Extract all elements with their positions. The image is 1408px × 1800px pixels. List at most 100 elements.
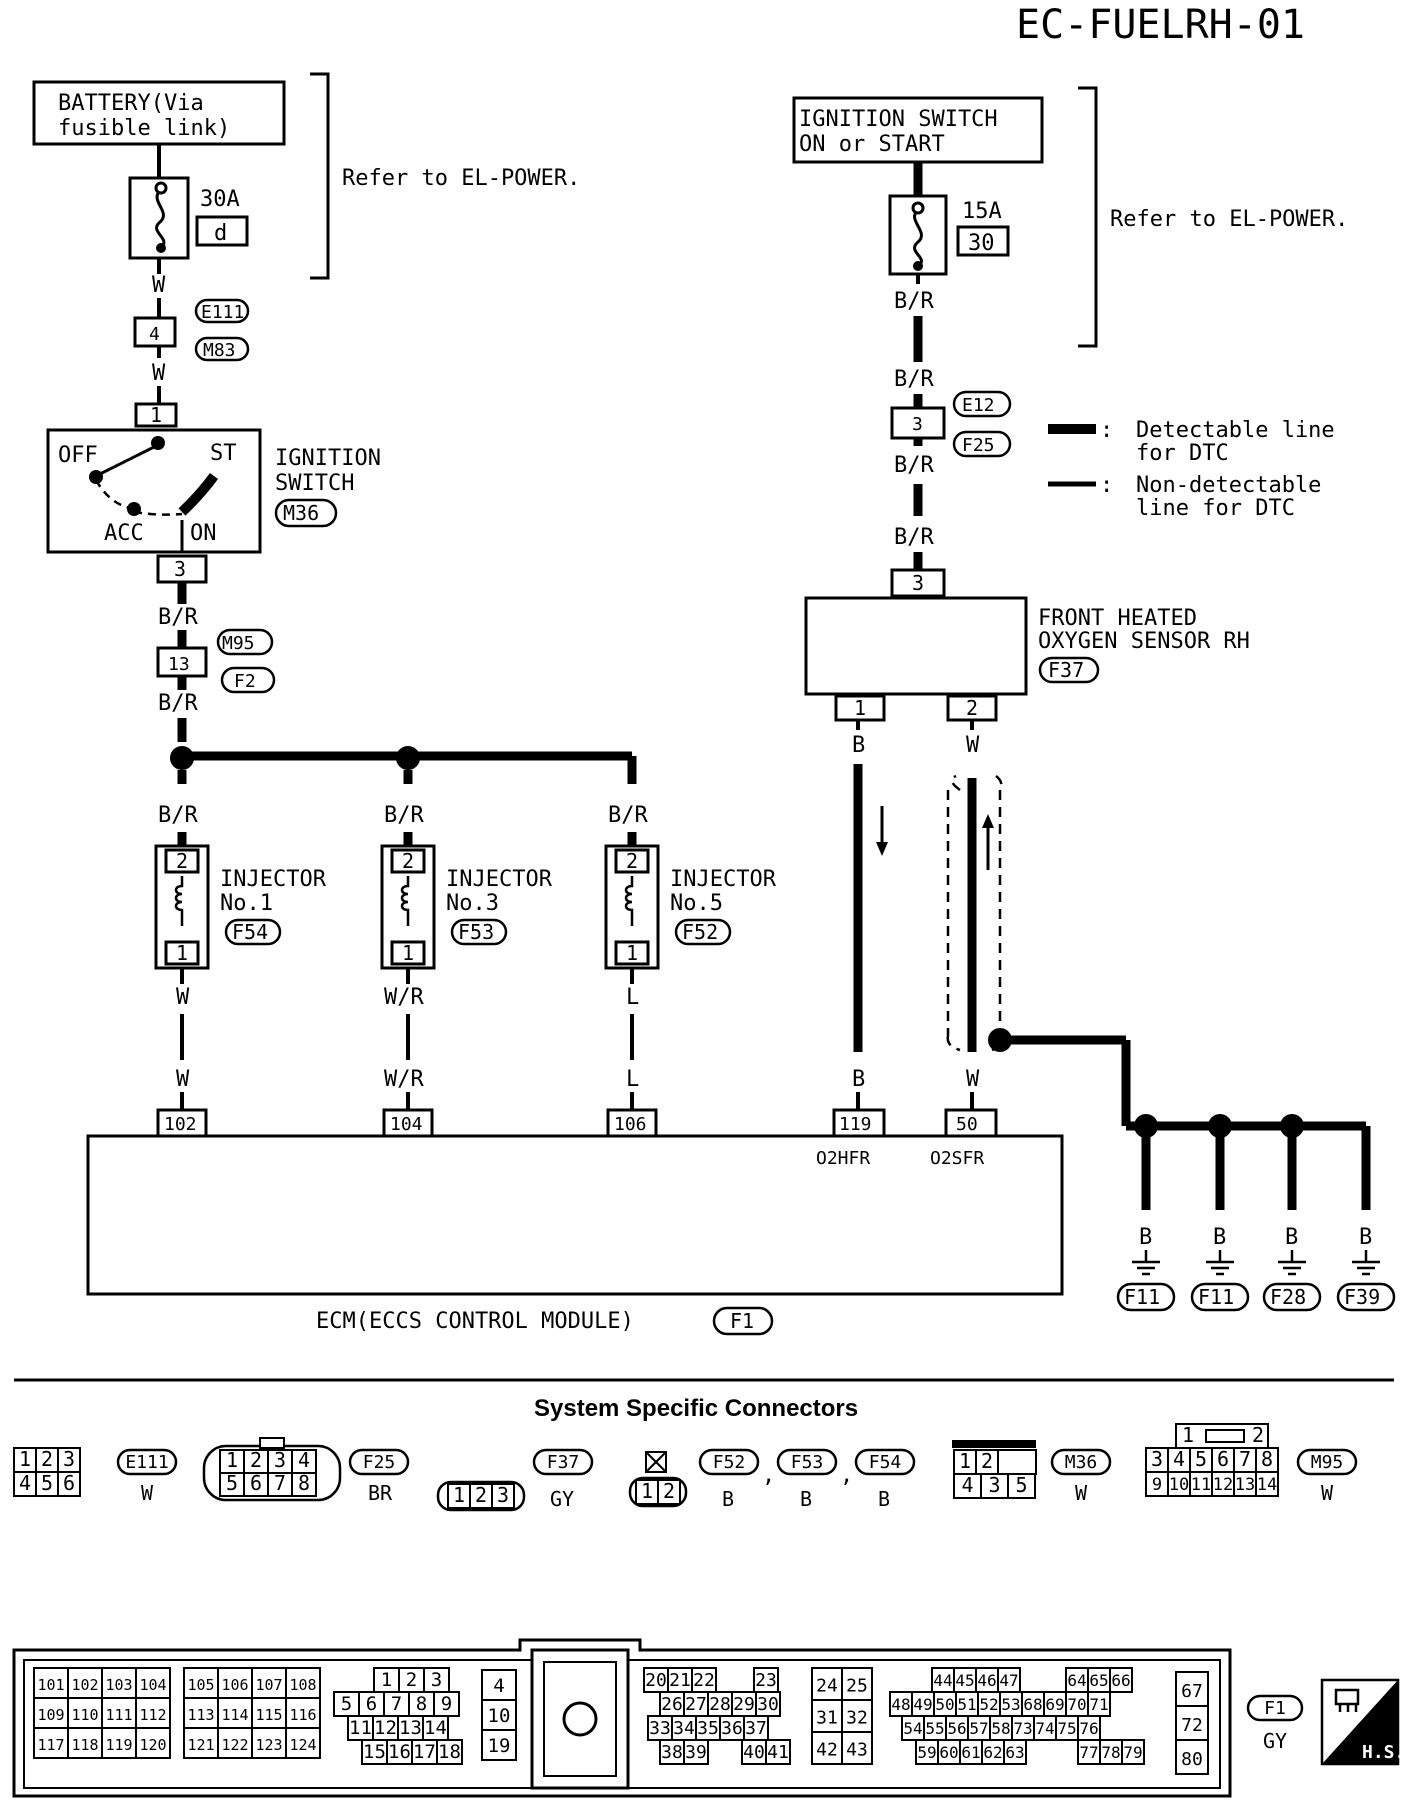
joint-m95: 13 M95 F2	[156, 628, 276, 694]
pin: 119	[105, 1736, 132, 1754]
injector-group: B/R21INJECTORNo.1F54WW102INJ#1B/R21INJEC…	[154, 803, 777, 1194]
svg-text:F1: F1	[730, 1309, 754, 1333]
battery-note: Refer to EL-POWER.	[342, 166, 580, 191]
svg-text:15A: 15A	[962, 199, 1002, 224]
ign-source-box: IGNITION SWITCH ON or START	[792, 96, 1044, 164]
svg-text:ON: ON	[190, 521, 217, 546]
pin: 57	[969, 1719, 988, 1738]
pin: 37	[745, 1718, 767, 1739]
svg-text:O2HFR: O2HFR	[816, 1148, 870, 1169]
pin: 14	[1257, 1475, 1277, 1495]
injector-number: No.1	[220, 891, 273, 916]
wire-label: W/R	[384, 985, 424, 1010]
pin: 106	[221, 1676, 248, 1694]
ign-source-note: Refer to EL-POWER.	[1110, 207, 1348, 232]
separator: ,	[762, 1463, 775, 1488]
connector-id: F54	[869, 1452, 902, 1473]
pin: 2	[475, 1483, 487, 1507]
pin: 118	[71, 1736, 98, 1754]
fuse-30a: 30A d	[128, 176, 249, 260]
pin: 69	[1045, 1695, 1064, 1714]
connector-tag: F54	[232, 920, 268, 944]
pin: 3	[431, 1669, 442, 1691]
connector-id: F52	[713, 1452, 746, 1473]
pin: 2	[981, 1449, 993, 1473]
pin: 14	[424, 1717, 447, 1739]
pin: 45	[955, 1671, 974, 1690]
connector-id: F1	[1264, 1698, 1286, 1719]
pin: 6	[250, 1471, 262, 1495]
pin: 3	[1151, 1447, 1163, 1471]
pin: 27	[685, 1694, 707, 1715]
pin: 16	[388, 1741, 411, 1763]
pin: 21	[669, 1670, 691, 1691]
pin: 41	[767, 1742, 789, 1763]
pin: 6	[366, 1693, 377, 1715]
svg-text:E111: E111	[201, 302, 244, 323]
pin: 58	[991, 1719, 1010, 1738]
pin: 18	[438, 1741, 461, 1763]
pin: 5	[1195, 1447, 1207, 1471]
pin: 55	[925, 1719, 944, 1738]
ignition-switch: 1 OFF ST ACC ON IGNITION SWITCH M36 3	[46, 402, 381, 584]
pin: 4	[298, 1448, 310, 1472]
legend: : Detectable line for DTC : Non-detectab…	[1048, 418, 1335, 521]
svg-text:B: B	[852, 733, 865, 758]
svg-text:3: 3	[912, 414, 923, 435]
wire-label: L	[626, 985, 639, 1010]
svg-text:IGNITION SWITCH: IGNITION SWITCH	[799, 107, 998, 132]
svg-text:ECM(ECCS CONTROL MODULE): ECM(ECCS CONTROL MODULE)	[316, 1309, 634, 1334]
svg-text:BATTERY(Via: BATTERY(Via	[58, 91, 204, 116]
connector-tag: F52	[682, 920, 718, 944]
pin: 4	[961, 1473, 973, 1497]
pin: 19	[488, 1735, 511, 1757]
pin: 1	[1182, 1423, 1194, 1447]
pin: 31	[816, 1708, 838, 1729]
pin: 11	[349, 1717, 372, 1739]
svg-text:d: d	[214, 221, 227, 246]
svg-text:F2: F2	[234, 671, 256, 692]
svg-text:M36: M36	[283, 501, 319, 525]
svg-text:30A: 30A	[200, 187, 240, 212]
pin: 9	[441, 1693, 452, 1715]
pin: 1	[453, 1483, 465, 1507]
connector-tag: F53	[458, 920, 494, 944]
pin: 46	[977, 1671, 996, 1690]
pin-label: 1	[626, 941, 638, 965]
hs-icon: H.S.	[1320, 1678, 1405, 1766]
pin: 61	[961, 1743, 980, 1762]
ecm-pin: 106	[614, 1114, 647, 1135]
ground-connector: F39	[1344, 1285, 1380, 1309]
oxygen-sensor-rh: 3 FRONT HEATED OXYGEN SENSOR RH F37 1 2	[804, 568, 1250, 722]
pin: 30	[757, 1694, 779, 1715]
pin: 80	[1181, 1749, 1203, 1770]
pin: 63	[1005, 1743, 1024, 1762]
svg-text:OXYGEN SENSOR RH: OXYGEN SENSOR RH	[1038, 629, 1250, 654]
connector-id: F53	[791, 1452, 824, 1473]
pin: 6	[63, 1471, 75, 1495]
connector-color: GY	[550, 1487, 574, 1511]
svg-text:W: W	[966, 1067, 980, 1092]
pin: 32	[846, 1708, 868, 1729]
pin: 71	[1089, 1695, 1108, 1714]
pin: 65	[1089, 1671, 1108, 1690]
pin: 1	[226, 1448, 238, 1472]
svg-text:W: W	[152, 361, 166, 386]
pin: 1	[959, 1449, 971, 1473]
connector-color: B	[722, 1487, 734, 1511]
pin: 10	[488, 1705, 511, 1727]
page-id: EC-FUELRH-01	[1016, 2, 1305, 48]
pin: 11	[1191, 1475, 1211, 1495]
ecm-pin: 104	[390, 1114, 423, 1135]
pin: 101	[37, 1676, 64, 1694]
connector-e111-tag: E111 M83	[194, 298, 250, 362]
pin: 12	[1213, 1475, 1233, 1495]
